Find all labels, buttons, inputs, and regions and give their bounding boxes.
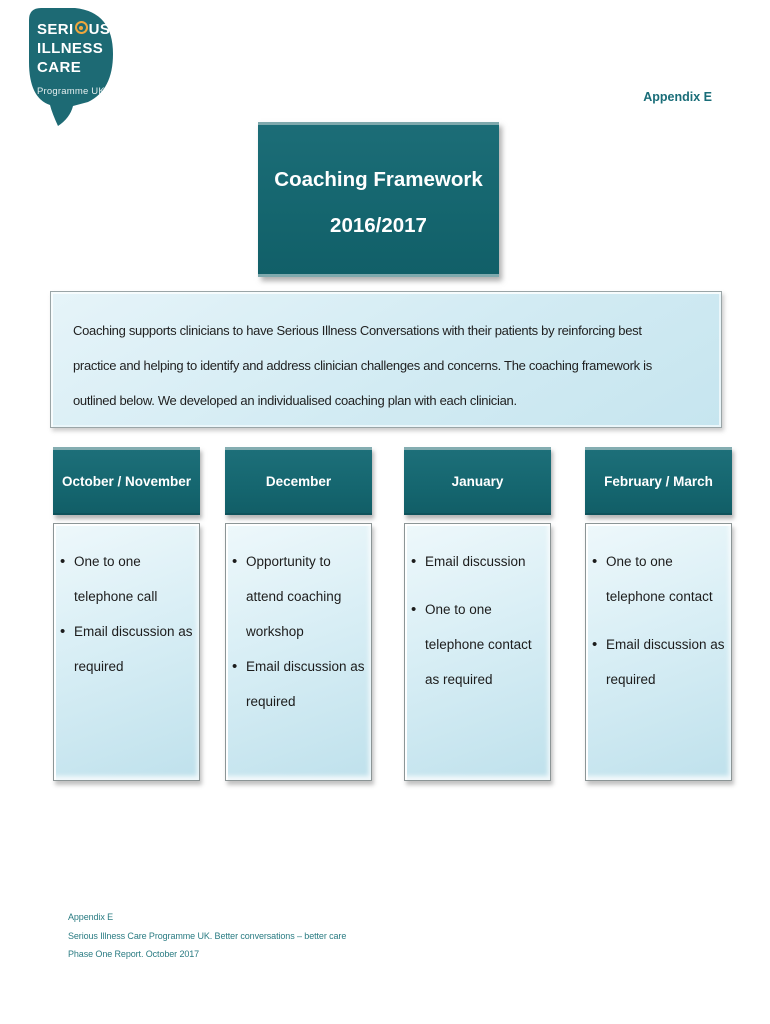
bullet-list: Opportunity to attend coaching workshop …: [232, 544, 369, 719]
bullet-list: One to one telephone call Email discussi…: [60, 544, 197, 684]
page-title-line1: Coaching Framework: [274, 168, 483, 191]
footer-report: Phase One Report. October 2017: [68, 949, 200, 959]
intro-text-box: Coaching supports clinicians to have Ser…: [50, 291, 722, 428]
title-box: Coaching Framework 2016/2017: [258, 122, 499, 277]
column-body-february-march: One to one telephone contact Email discu…: [585, 523, 732, 781]
bullet-item: Email discussion: [411, 544, 548, 579]
bullet-list: Email discussion One to one telephone co…: [411, 544, 548, 697]
bullet-item: Email discussion as required: [592, 627, 729, 697]
intro-line: Coaching supports clinicians to have Ser…: [73, 323, 642, 338]
footer-appendix: Appendix E: [68, 912, 114, 922]
column-header-october-november: October / November: [53, 447, 200, 515]
bullet-item: Email discussion as required: [232, 649, 369, 719]
intro-line: outlined below. We developed an individu…: [73, 393, 517, 408]
column-header-december: December: [225, 447, 372, 515]
bullet-item: Email discussion as required: [60, 614, 197, 684]
column-body-october-november: One to one telephone call Email discussi…: [53, 523, 200, 781]
logo-target-o-icon: [74, 21, 88, 34]
logo-word-illness: ILLNESS: [37, 40, 104, 57]
bullet-item: Opportunity to attend coaching workshop: [232, 544, 369, 649]
column-body-december: Opportunity to attend coaching workshop …: [225, 523, 372, 781]
bullet-item: One to one telephone contact: [592, 544, 729, 614]
column-body-january: Email discussion One to one telephone co…: [404, 523, 551, 781]
intro-line: practice and helping to identify and add…: [73, 358, 652, 373]
column-header-february-march: February / March: [585, 447, 732, 515]
logo-bubble-shape: [29, 8, 113, 126]
bullet-item: One to one telephone contact as required: [411, 592, 548, 697]
logo-tagline: Programme UK: [37, 86, 105, 97]
appendix-label: Appendix E: [643, 90, 712, 104]
logo-word-care: CARE: [37, 59, 82, 76]
bullet-list: One to one telephone contact Email discu…: [592, 544, 729, 697]
page-title-line2: 2016/2017: [330, 214, 427, 237]
footer-programme: Serious Illness Care Programme UK. Bette…: [68, 930, 347, 941]
page-footer: Appendix E Serious Illness Care Programm…: [68, 908, 346, 964]
bullet-item: One to one telephone call: [60, 544, 197, 614]
column-header-january: January: [404, 447, 551, 515]
